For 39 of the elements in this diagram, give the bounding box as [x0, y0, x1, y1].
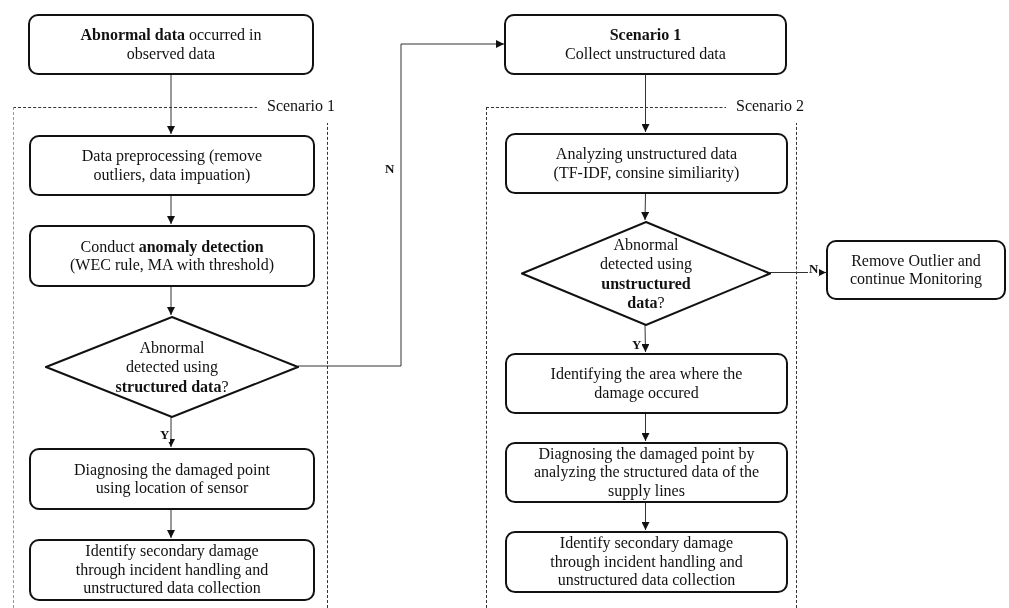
arrow	[641, 324, 650, 353]
box-text: Identify secondary damage through incident handling and unstructured data collection	[549, 534, 744, 590]
box-text: Collect unstructured data	[565, 44, 726, 63]
process-box	[29, 539, 315, 601]
box-text: Abnormal data occurred in observed data	[79, 26, 263, 63]
process-box	[505, 353, 788, 414]
arrow	[641, 192, 650, 221]
box-text: Diagnosing the damaged point by analyzing the structured data of the supply lines	[532, 444, 761, 501]
decision-diamond	[521, 221, 771, 326]
arrow	[641, 74, 650, 133]
process-box	[505, 531, 788, 593]
process-box	[29, 135, 315, 196]
arrow	[167, 285, 175, 316]
arrow	[769, 268, 827, 277]
box-text: Identify secondary damage through incident handling and unstructured data collection	[74, 542, 270, 598]
process-box	[28, 14, 314, 75]
arrow	[297, 40, 505, 367]
box-text: Remove Outlier and continue Monitoring	[849, 251, 983, 289]
decision-diamond	[45, 316, 299, 418]
arrow	[641, 501, 650, 531]
box-text: Diagnosing the damaged point using location of sensor	[73, 460, 271, 498]
decision-text: Abnormal detected using structured data?	[114, 338, 230, 396]
process-box	[29, 448, 315, 510]
arrow	[641, 412, 650, 442]
process-box	[29, 225, 315, 287]
decision-text: Abnormal detected using unstructured data?	[599, 235, 693, 312]
box-text: Identifying the area where the damage occured	[549, 365, 744, 402]
process-box	[505, 442, 788, 503]
process-box	[826, 240, 1006, 300]
box-text: Data preprocessing (remove outliers, data impuation)	[80, 147, 264, 184]
process-box	[505, 133, 788, 194]
arrow	[167, 74, 175, 135]
arrow	[167, 416, 175, 448]
box-text: Scenario 1	[609, 26, 682, 45]
process-box	[504, 14, 787, 75]
box-text: Conduct anomaly detection (WEC rule, MA with threshold)	[69, 237, 275, 275]
arrow	[167, 508, 175, 539]
arrow	[167, 194, 175, 225]
box-text: Analyzing unstructured data (TF-IDF, consine similiarity)	[552, 145, 741, 182]
